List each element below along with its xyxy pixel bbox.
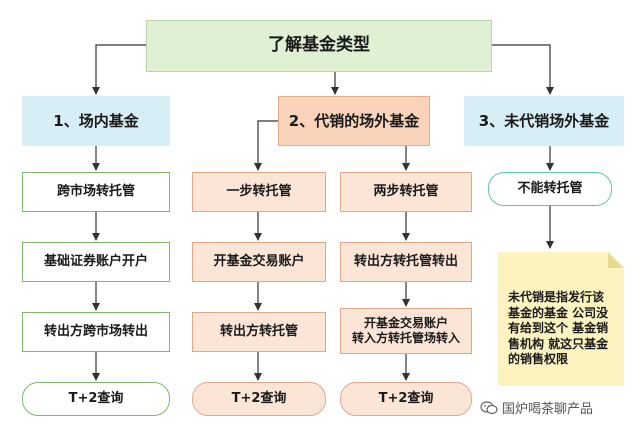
result-t2-query: T+2查询 <box>22 382 170 416</box>
step-cross-market-transfer: 跨市场转托管 <box>22 172 170 212</box>
step-cannot-transfer: 不能转托管 <box>488 172 612 206</box>
step-open-account-transfer-in: 开基金交易账户 转入方转托管场转入 <box>340 308 472 354</box>
result-t2-query: T+2查询 <box>192 382 326 416</box>
step-one-step-transfer: 一步转托管 <box>192 172 326 212</box>
step-open-fund-account: 开基金交易账户 <box>192 242 326 282</box>
step-two-step-transfer: 两步转托管 <box>340 172 472 212</box>
step-transfer-out-side: 转出方转托管转出 <box>340 242 472 282</box>
watermark-text: 国炉喝茶聊产品 <box>502 402 594 417</box>
arrow-to-cat1 <box>92 44 146 95</box>
watermark: 国炉喝茶聊产品 <box>480 398 593 417</box>
category-non-agent-offsite-fund: 3、未代销场外基金 <box>464 96 624 146</box>
note-fold-corner <box>608 252 624 268</box>
category-onsite-fund: 1、场内基金 <box>22 96 170 146</box>
arrow-to-cat3 <box>492 44 554 95</box>
step-securities-account-open: 基础证券账户开户 <box>22 242 170 282</box>
explanation-note: 未代销是指发行该 基金的基金 公司没 有给到这个 基金销 售机构 就这只基金 的… <box>498 252 624 386</box>
wechat-icon <box>480 400 498 414</box>
step-transfer-out: 转出方转托管 <box>192 312 326 352</box>
diagram-title: 了解基金类型 <box>146 20 492 72</box>
result-t2-query: T+2查询 <box>340 382 472 416</box>
category-agent-offsite-fund: 2、代销的场外基金 <box>278 96 430 146</box>
step-cross-market-out: 转出方跨市场转出 <box>22 312 170 352</box>
